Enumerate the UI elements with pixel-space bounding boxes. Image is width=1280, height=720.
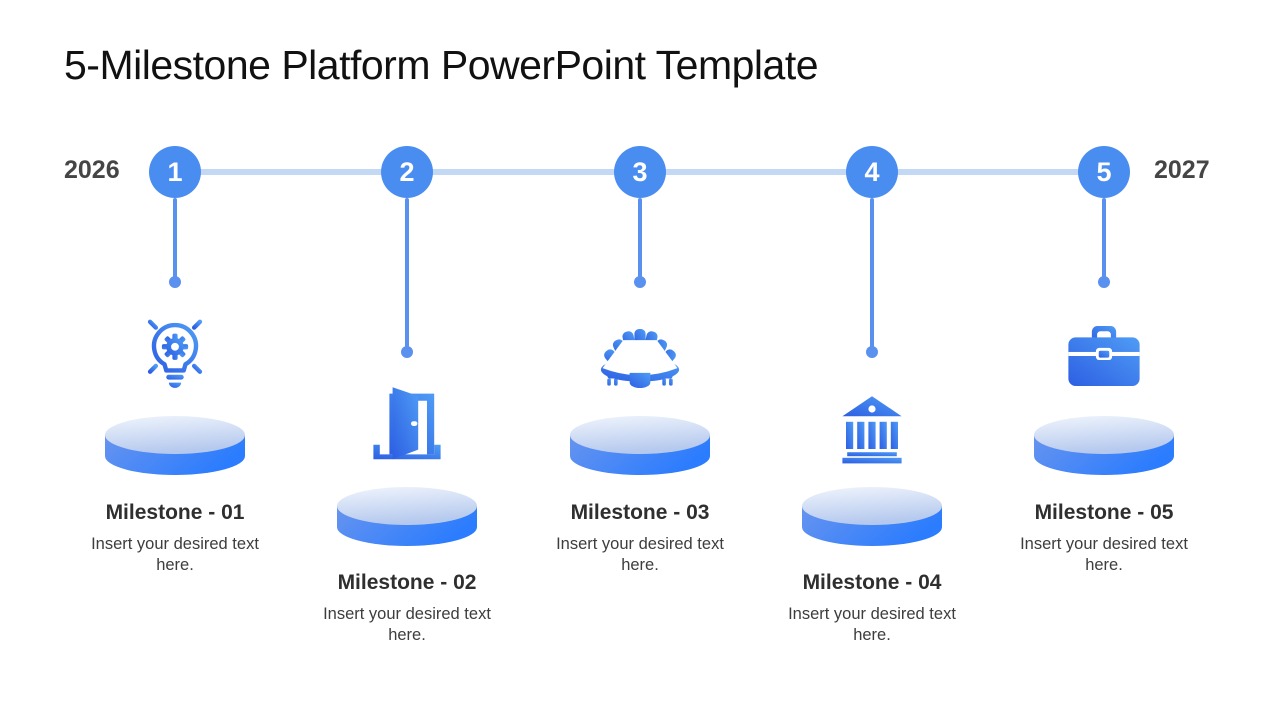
milestone-number: 5 xyxy=(1096,156,1112,187)
connector-stem xyxy=(1102,198,1106,278)
bank-building-icon[interactable] xyxy=(840,394,904,469)
connector-stem xyxy=(173,198,177,278)
milestone-title[interactable]: Milestone - 05 xyxy=(1034,501,1174,524)
bank-building-icon-svg xyxy=(842,396,902,464)
platform-cylinder[interactable] xyxy=(570,416,710,476)
milestone-number-badge[interactable]: 4 xyxy=(846,146,898,198)
milestone-number: 2 xyxy=(399,156,415,187)
briefcase-icon-svg xyxy=(1068,326,1140,386)
meeting-table-icon-svg xyxy=(600,328,680,389)
milestone-column-4: 4 Miles xyxy=(762,0,982,720)
milestone-number: 1 xyxy=(167,156,183,187)
milestone-number: 3 xyxy=(632,156,648,187)
milestone-description[interactable]: Insert your desired text here. xyxy=(323,605,491,645)
idea-bulb-gear-icon-svg xyxy=(137,309,213,388)
milestone-title[interactable]: Milestone - 04 xyxy=(802,571,942,594)
milestone-title[interactable]: Milestone - 01 xyxy=(105,501,245,524)
milestone-number-badge[interactable]: 3 xyxy=(614,146,666,198)
platform-cylinder-svg xyxy=(337,487,477,546)
platform-cylinder-svg xyxy=(802,487,942,546)
connector-stem xyxy=(870,198,874,348)
milestone-column-5: 5 Milestone - 05 Insert your desired tex… xyxy=(994,0,1214,720)
platform-cylinder[interactable] xyxy=(337,487,477,547)
milestone-column-2: 2 Milestone - 02 Insert your desired tex… xyxy=(297,0,517,720)
platform-cylinder-svg xyxy=(1034,416,1174,475)
milestone-description[interactable]: Insert your desired text here. xyxy=(788,605,956,645)
milestone-description[interactable]: Insert your desired text here. xyxy=(556,535,724,575)
platform-cylinder-svg xyxy=(570,416,710,475)
year-end-label[interactable]: 2027 xyxy=(1154,156,1210,184)
meeting-table-icon[interactable] xyxy=(596,325,684,397)
open-door-icon-svg xyxy=(373,387,441,460)
milestone-description[interactable]: Insert your desired text here. xyxy=(91,535,259,575)
milestone-number: 4 xyxy=(864,156,880,187)
briefcase-icon[interactable] xyxy=(1065,322,1143,395)
milestone-title[interactable]: Milestone - 03 xyxy=(570,501,710,524)
connector-stem xyxy=(638,198,642,278)
platform-cylinder[interactable] xyxy=(105,416,245,476)
open-door-icon[interactable] xyxy=(367,384,447,469)
platform-cylinder[interactable] xyxy=(802,487,942,547)
platform-cylinder-svg xyxy=(105,416,245,475)
idea-bulb-gear-icon[interactable] xyxy=(133,309,217,399)
milestone-title[interactable]: Milestone - 02 xyxy=(337,571,477,594)
platform-cylinder[interactable] xyxy=(1034,416,1174,476)
milestone-number-badge[interactable]: 2 xyxy=(381,146,433,198)
milestone-description[interactable]: Insert your desired text here. xyxy=(1020,535,1188,575)
year-start-label[interactable]: 2026 xyxy=(64,156,120,184)
connector-stem xyxy=(405,198,409,348)
milestone-number-badge[interactable]: 5 xyxy=(1078,146,1130,198)
milestone-column-1: 1 xyxy=(65,0,285,720)
slide-title[interactable]: 5-Milestone Platform PowerPoint Template xyxy=(64,42,819,88)
milestone-number-badge[interactable]: 1 xyxy=(149,146,201,198)
milestone-column-3: 3 xyxy=(530,0,750,720)
